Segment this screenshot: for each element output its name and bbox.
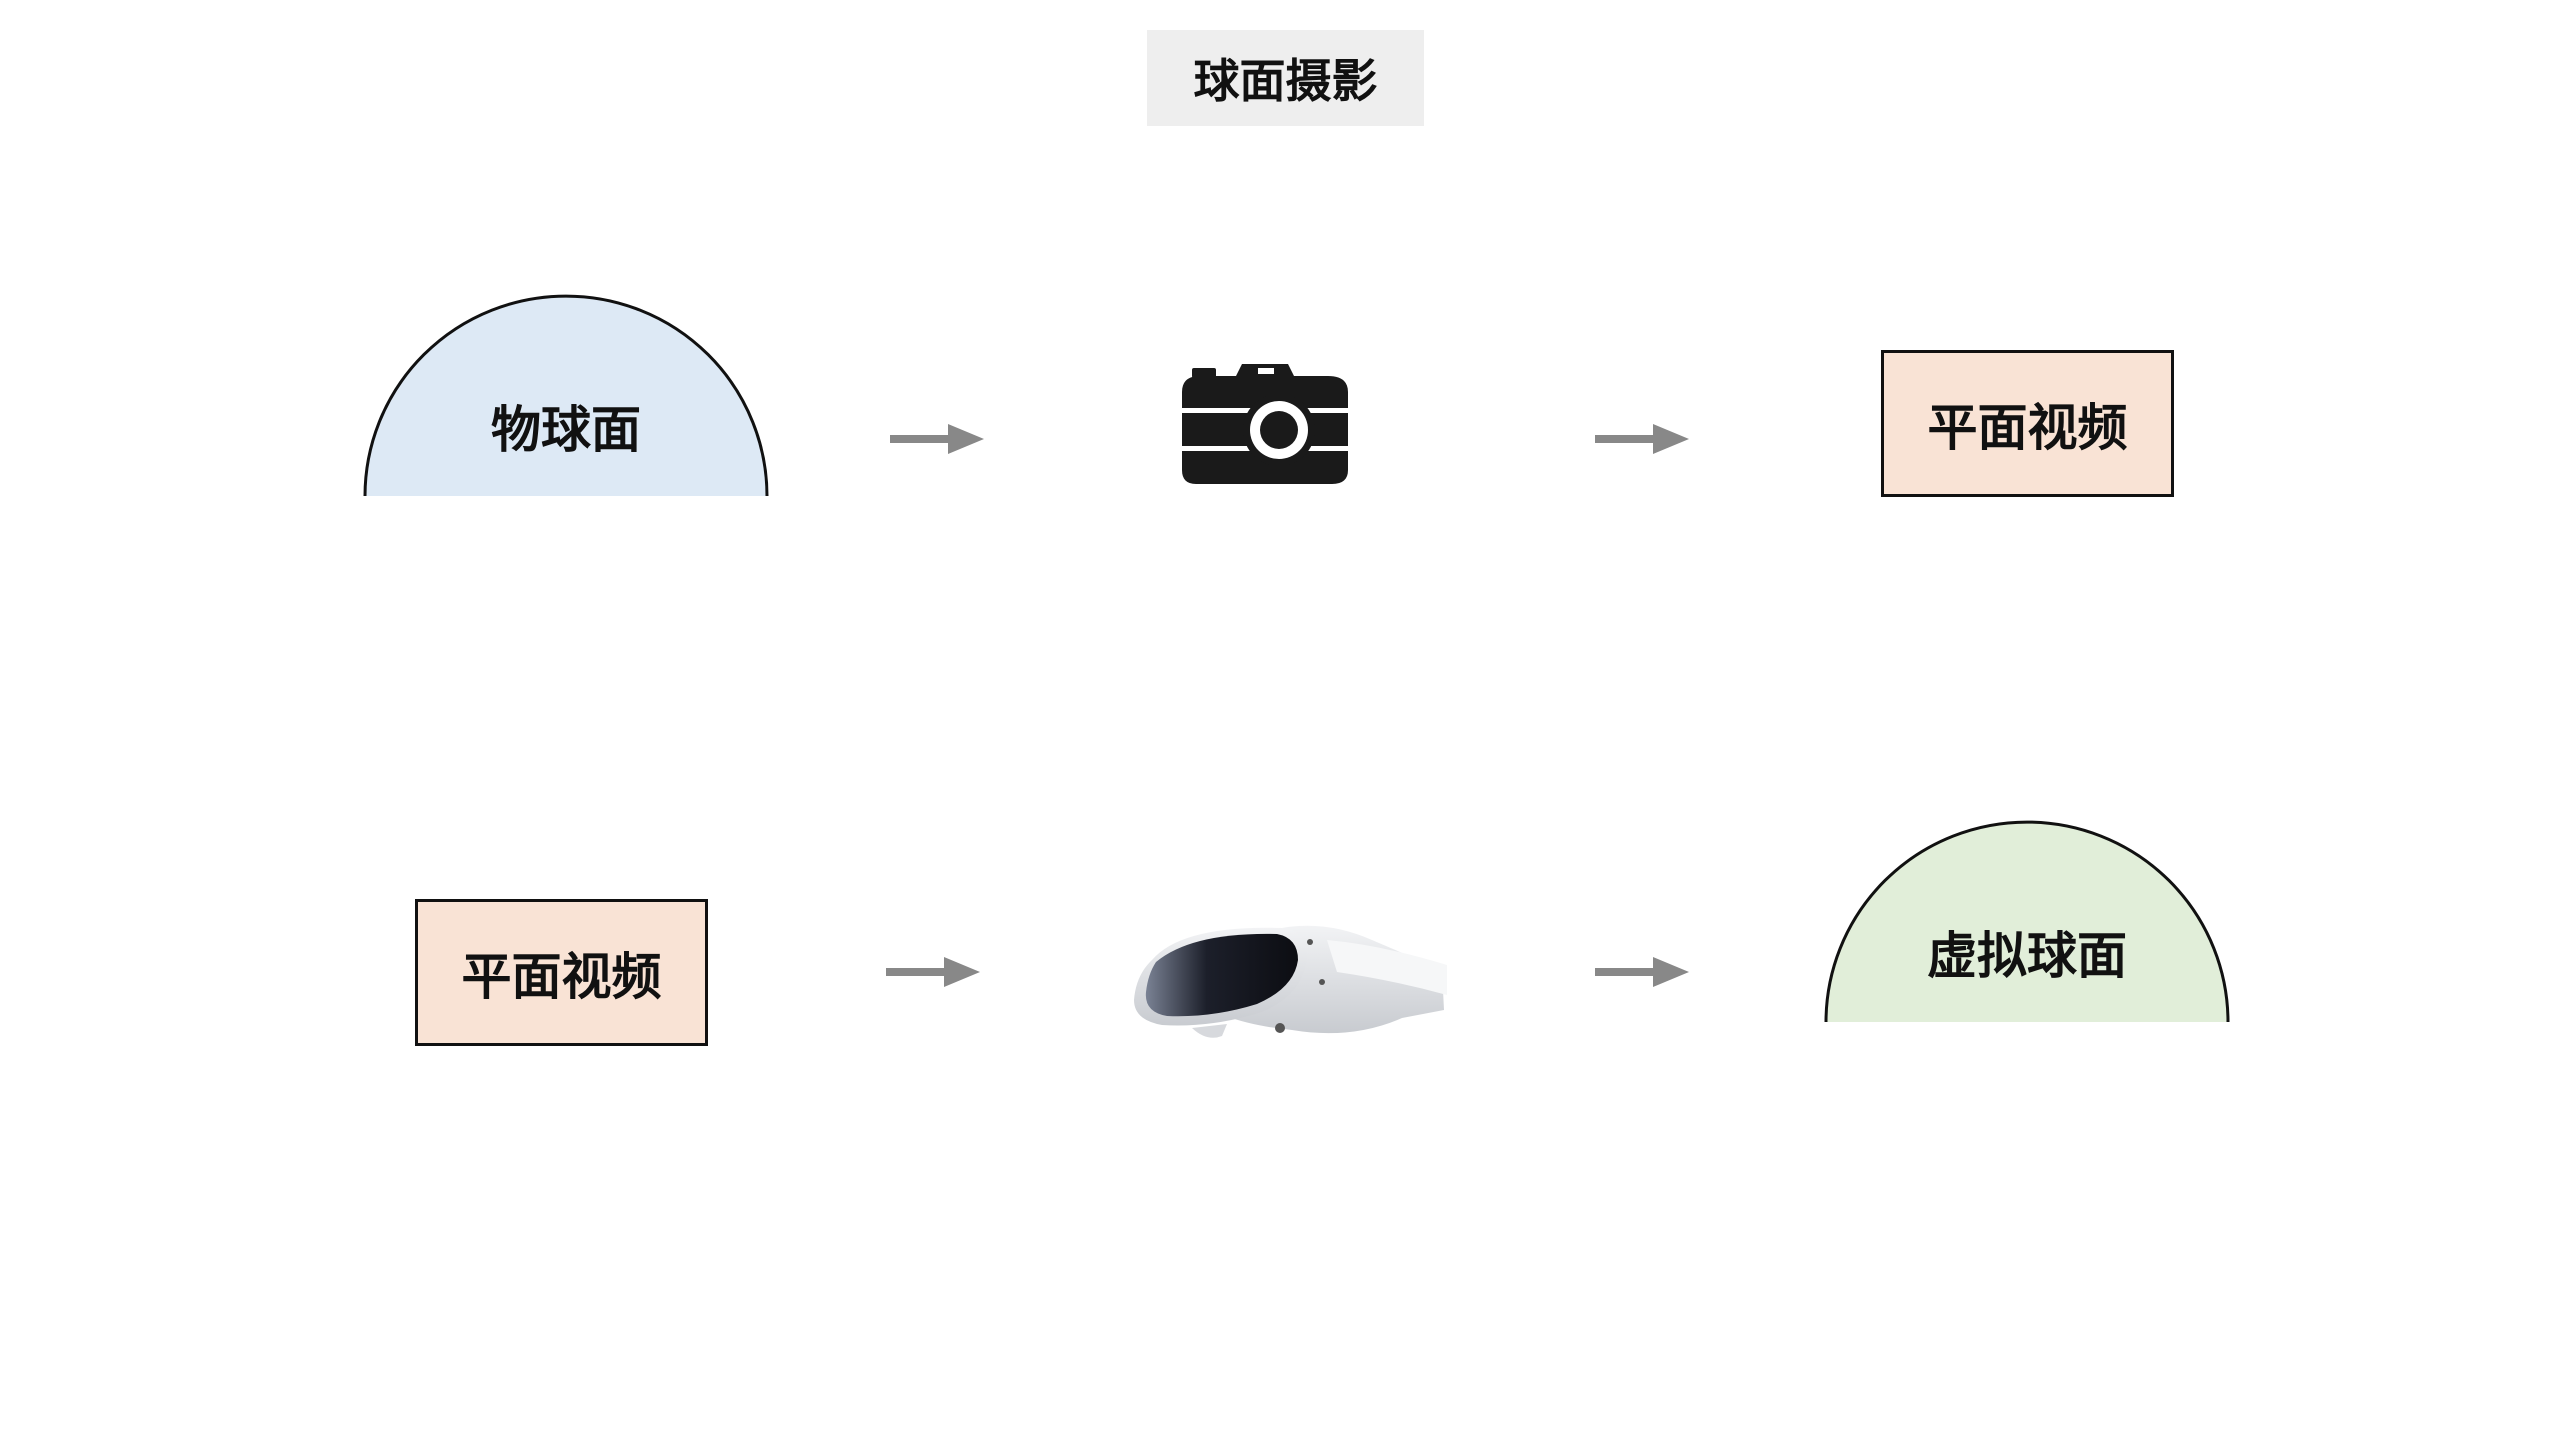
arrow-icon (1595, 957, 1689, 987)
flat-video-box: 平面视频 (415, 899, 708, 1046)
half-sphere-shape (1824, 820, 2230, 1023)
virtual-sphere: 虚拟球面 (1824, 820, 2230, 1024)
arrow-icon (890, 424, 984, 454)
flat-video-box: 平面视频 (1881, 350, 2174, 497)
object-sphere: 物球面 (363, 294, 769, 498)
diagram-title: 球面摄影 (1147, 30, 1424, 126)
camera-icon (1182, 364, 1348, 484)
arrow-icon (1595, 424, 1689, 454)
vr-headset-icon (1134, 925, 1447, 1038)
arrow-icon (886, 957, 980, 987)
half-sphere-shape (363, 294, 769, 497)
object-sphere-label: 物球面 (491, 401, 641, 459)
virtual-sphere-label: 虚拟球面 (1927, 927, 2127, 985)
